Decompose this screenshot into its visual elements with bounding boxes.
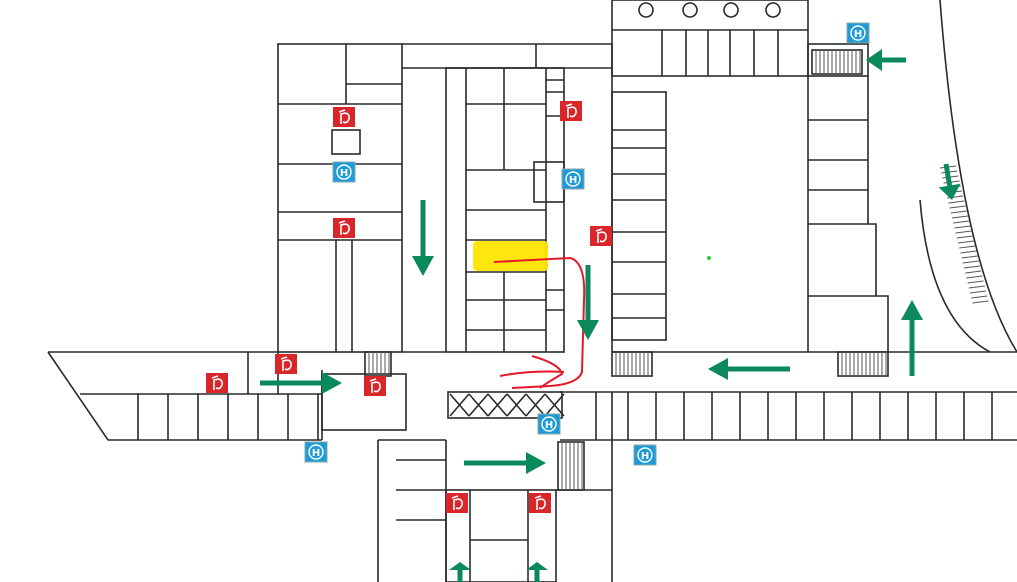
sketched-route xyxy=(493,256,586,389)
fire-extinguisher-icon xyxy=(206,373,228,393)
first-aid-icon: H xyxy=(633,444,657,466)
fire-extinguisher-icon xyxy=(364,376,386,396)
fire-extinguisher-icon xyxy=(333,107,355,127)
markers: H H H H H H xyxy=(206,22,870,513)
escape-arrow xyxy=(577,265,599,340)
staircase xyxy=(837,351,889,377)
first-aid-label: H xyxy=(340,168,348,179)
staircase xyxy=(364,351,392,377)
escape-arrow xyxy=(260,372,342,394)
staircase xyxy=(939,165,989,304)
first-aid-icon: H xyxy=(304,441,328,463)
first-aid-label: H xyxy=(854,29,862,40)
first-aid-label: H xyxy=(641,451,649,462)
cross-bracing xyxy=(447,391,565,419)
fire-extinguisher-icon xyxy=(333,218,355,238)
first-aid-icon: H xyxy=(846,22,870,44)
escape-arrow xyxy=(938,163,961,200)
staircase xyxy=(811,49,863,75)
fire-extinguisher-icon xyxy=(529,493,551,513)
stairs xyxy=(364,49,989,491)
fire-extinguisher-icon xyxy=(275,354,297,374)
highlighted-room xyxy=(473,241,548,271)
escape-arrows xyxy=(260,49,961,582)
fire-extinguisher-icon xyxy=(590,226,612,246)
corridor-rooms xyxy=(137,392,993,440)
escape-arrow xyxy=(866,49,906,71)
first-aid-label: H xyxy=(545,420,553,431)
escape-arrow xyxy=(526,562,548,582)
staircase xyxy=(611,351,653,377)
first-aid-label: H xyxy=(312,448,320,459)
first-aid-icon: H xyxy=(561,168,585,190)
escape-arrow xyxy=(708,358,790,380)
fire-extinguisher-icon xyxy=(560,101,582,121)
escape-arrow xyxy=(901,300,923,376)
staircase xyxy=(557,441,585,491)
first-aid-icon: H xyxy=(332,161,356,183)
fire-extinguisher-icon xyxy=(446,493,468,513)
escape-arrow xyxy=(412,200,434,276)
escape-arrow xyxy=(464,452,546,474)
location-dot xyxy=(707,256,711,260)
first-aid-label: H xyxy=(569,175,577,186)
first-aid-icon: H xyxy=(537,413,561,435)
escape-arrow xyxy=(449,562,471,582)
